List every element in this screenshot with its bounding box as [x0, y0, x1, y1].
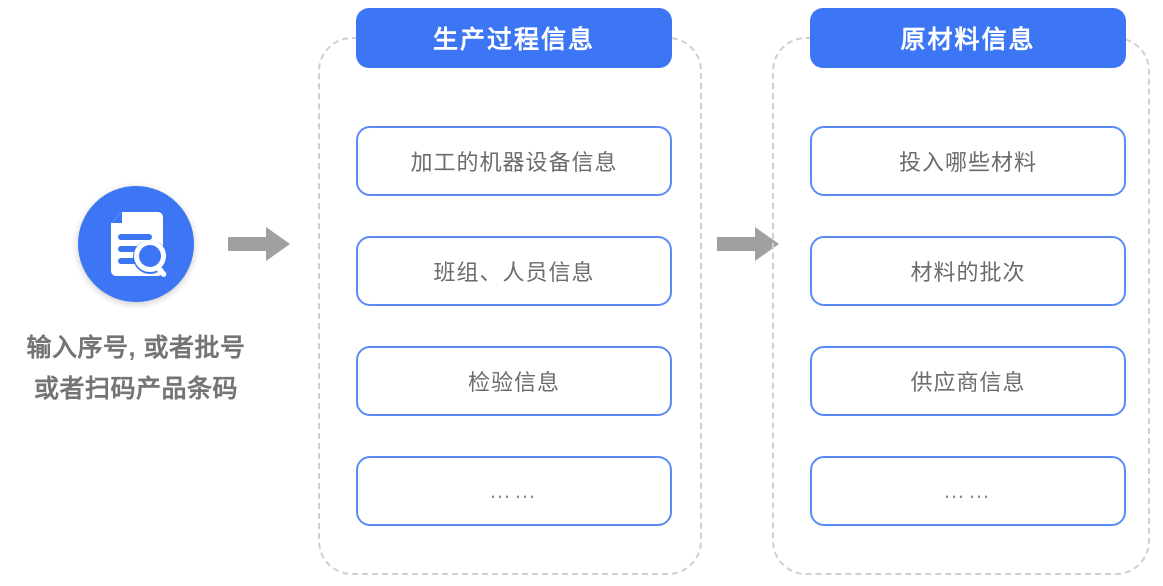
arrow-input-to-process-icon [228, 227, 290, 261]
group-header-material[interactable]: 原材料信息 [810, 8, 1126, 68]
item-box-ellipsis[interactable]: …… [356, 456, 672, 526]
document-search-icon [78, 186, 194, 302]
arrow-process-to-material-icon [717, 227, 779, 261]
item-box-ellipsis[interactable]: …… [810, 456, 1126, 526]
item-list-production: 加工的机器设备信息 班组、人员信息 检验信息 …… [356, 126, 672, 526]
item-box[interactable]: 供应商信息 [810, 346, 1126, 416]
item-list-material: 投入哪些材料 材料的批次 供应商信息 …… [810, 126, 1126, 526]
input-caption: 输入序号, 或者批号 或者扫码产品条码 [27, 328, 246, 409]
input-caption-line-2: 或者扫码产品条码 [33, 374, 238, 403]
item-box[interactable]: 投入哪些材料 [810, 126, 1126, 196]
item-box[interactable]: 材料的批次 [810, 236, 1126, 306]
item-box[interactable]: 班组、人员信息 [356, 236, 672, 306]
input-caption-line-1: 输入序号, 或者批号 [26, 334, 246, 362]
item-box[interactable]: 加工的机器设备信息 [356, 126, 672, 196]
group-header-production[interactable]: 生产过程信息 [356, 8, 672, 68]
item-box[interactable]: 检验信息 [356, 346, 672, 416]
input-block: 输入序号, 或者批号 或者扫码产品条码 [0, 186, 272, 409]
